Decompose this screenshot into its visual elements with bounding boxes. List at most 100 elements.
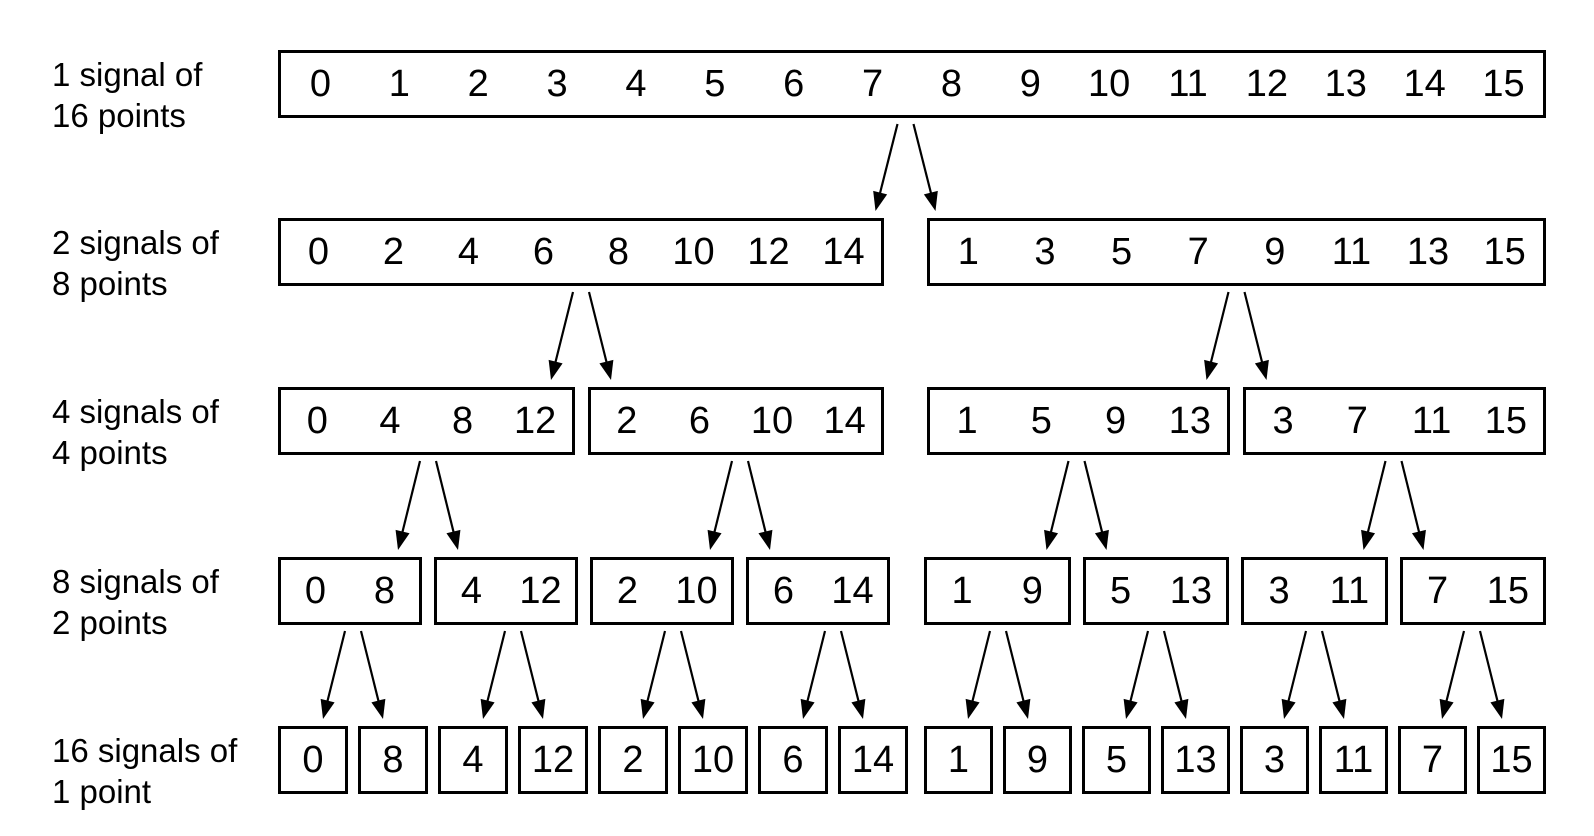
signal-box: 7 [1398, 726, 1467, 794]
signal-value: 3 [1034, 230, 1056, 273]
signal-value: 3 [1263, 738, 1286, 781]
signal-value: 11 [1411, 399, 1452, 442]
signal-value: 15 [1486, 569, 1530, 612]
signal-value: 1 [947, 738, 970, 781]
split-arrow [965, 630, 992, 719]
signal-box: 3 7 11 15 [1243, 387, 1546, 455]
signal-value: 13 [1169, 569, 1213, 612]
signal-value: 1 [957, 230, 979, 273]
row-label-0: 1 signal of 16 points [52, 54, 202, 136]
split-arrow [519, 630, 546, 719]
row-label-2: 4 signals of 4 points [52, 391, 219, 473]
row-label-line: 1 signal of [52, 56, 203, 93]
signal-value: 3 [546, 62, 568, 105]
signal-value: 8 [940, 62, 962, 105]
signal-value: 10 [691, 738, 735, 781]
signal-value: 12 [747, 230, 790, 273]
signal-box: 2 10 [590, 557, 734, 625]
signal-box: 2 [598, 726, 668, 794]
signal-value: 2 [616, 569, 639, 612]
signal-value: 15 [1484, 399, 1528, 442]
signal-value: 0 [302, 738, 324, 781]
signal-value: 9 [1264, 230, 1286, 273]
split-arrow [1044, 460, 1070, 550]
signal-box: 8 [358, 726, 428, 794]
signal-value: 5 [1030, 399, 1052, 442]
signal-box: 12 [518, 726, 588, 794]
split-arrow [480, 630, 507, 719]
signal-value: 5 [1110, 569, 1132, 612]
signal-value: 14 [1403, 62, 1446, 105]
signal-value: 12 [519, 569, 562, 612]
signal-value: 1 [956, 399, 978, 442]
signal-value: 11 [1329, 569, 1370, 612]
signal-value: 6 [783, 62, 805, 105]
split-arrow [1400, 460, 1426, 550]
signal-value: 11 [1331, 230, 1372, 273]
signal-value: 12 [1245, 62, 1289, 105]
signal-box: 4 [438, 726, 508, 794]
signal-value: 9 [1019, 62, 1041, 105]
signal-box: 5 13 [1082, 557, 1229, 625]
signal-value: 10 [675, 569, 718, 612]
signal-box: 11 [1319, 726, 1388, 794]
signal-value: 4 [625, 62, 647, 105]
signal-value: 8 [382, 738, 404, 781]
signal-value: 8 [451, 399, 474, 442]
row-label-line: 16 points [52, 97, 186, 134]
split-arrow [320, 630, 347, 719]
split-arrow [707, 460, 734, 550]
signal-value: 5 [704, 62, 726, 105]
signal-value: 0 [304, 569, 327, 612]
row-label-line: 4 signals of [52, 393, 219, 430]
split-arrow [359, 630, 386, 719]
signal-box: 10 [678, 726, 748, 794]
signal-value: 7 [1346, 399, 1368, 442]
signal-value: 13 [1406, 230, 1450, 273]
signal-box: 1 [924, 726, 993, 794]
split-arrow [1478, 630, 1505, 719]
split-arrow [1204, 291, 1230, 380]
signal-value: 6 [532, 230, 555, 273]
split-arrow [912, 123, 938, 211]
signal-value: 6 [688, 399, 710, 442]
row-label-line: 2 points [52, 604, 168, 641]
split-arrow [1361, 460, 1387, 550]
signal-value: 5 [1110, 230, 1133, 273]
signal-value: 9 [1105, 399, 1127, 442]
split-arrow [1083, 460, 1109, 550]
signal-box: 3 [1240, 726, 1309, 794]
split-arrow [746, 460, 773, 550]
signal-value: 3 [1272, 399, 1294, 442]
split-arrow [640, 630, 667, 719]
signal-value: 2 [622, 738, 644, 781]
row-label-line: 4 points [52, 434, 168, 471]
signal-value: 6 [782, 738, 804, 781]
split-arrow [548, 291, 575, 380]
signal-value: 12 [531, 738, 575, 781]
split-arrow [1281, 630, 1308, 719]
signal-value: 14 [831, 569, 874, 612]
signal-value: 11 [1333, 738, 1374, 781]
signal-value: 10 [1088, 62, 1131, 105]
split-arrow [679, 630, 706, 719]
signal-value: 0 [309, 62, 331, 105]
signal-value: 14 [823, 399, 866, 442]
split-arrow [1243, 291, 1269, 380]
signal-value: 4 [379, 399, 401, 442]
signal-value: 9 [1021, 569, 1043, 612]
signal-value: 7 [861, 62, 884, 105]
signal-box: 14 [838, 726, 908, 794]
signal-box: 13 [1161, 726, 1230, 794]
